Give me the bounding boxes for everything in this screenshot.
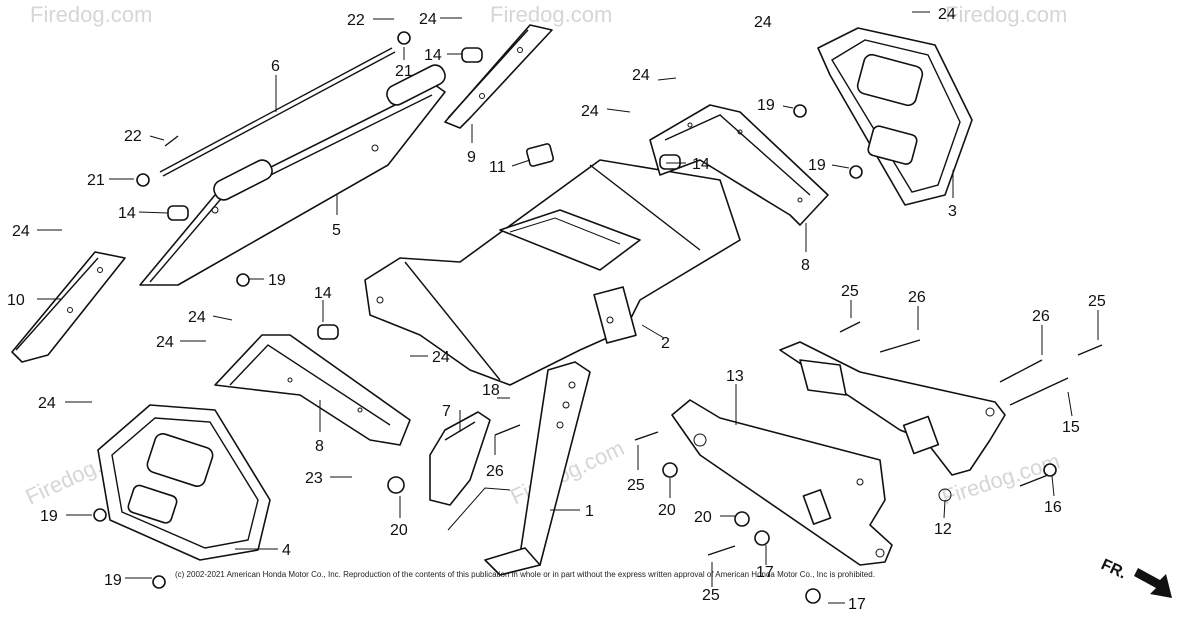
callout-6: 6	[271, 58, 280, 75]
watermark-text: Firedog.com	[945, 2, 1067, 27]
callout-20: 20	[390, 522, 408, 539]
callout-20: 20	[694, 509, 712, 526]
callout-5: 5	[332, 222, 341, 239]
callout-22: 22	[347, 12, 365, 29]
callout-24: 24	[754, 14, 772, 31]
callout-25: 25	[841, 283, 859, 300]
callout-21: 21	[87, 172, 105, 189]
callout-20: 20	[658, 502, 676, 519]
callout-17: 17	[848, 596, 866, 613]
callout-22: 22	[124, 128, 142, 145]
callout-19: 19	[808, 157, 826, 174]
callout-18: 18	[482, 382, 500, 399]
callout-21: 21	[395, 63, 413, 80]
watermark-text: Firedog.com	[490, 2, 612, 27]
bracket-part	[11, 251, 126, 363]
callout-19: 19	[268, 272, 286, 289]
callout-8: 8	[315, 438, 324, 455]
front-label: FR.	[1098, 556, 1129, 582]
watermark-text: Firedog.com	[30, 2, 152, 27]
side-panel-upper	[817, 27, 973, 206]
side-plate-left	[139, 64, 446, 286]
callout-2: 2	[661, 335, 670, 352]
callout-24: 24	[938, 6, 956, 23]
callout-24: 24	[12, 223, 30, 240]
callout-19: 19	[104, 572, 122, 589]
callout-26: 26	[486, 463, 504, 480]
front-direction-arrow: FR.	[1098, 556, 1172, 598]
callout-25: 25	[702, 587, 720, 604]
callout-24: 24	[581, 103, 599, 120]
callout-7: 7	[442, 403, 451, 420]
hardware-group	[93, 31, 1103, 604]
callout-25: 25	[1088, 293, 1106, 310]
leader-lines	[37, 11, 1099, 604]
callout-19: 19	[757, 97, 775, 114]
callout-14: 14	[692, 156, 710, 173]
stay-part	[484, 361, 591, 576]
callout-11: 11	[489, 159, 506, 176]
callout-13: 13	[726, 368, 744, 385]
fender-lower	[214, 334, 411, 446]
fender-upper	[649, 104, 829, 226]
callout-8: 8	[801, 257, 810, 274]
callout-9: 9	[467, 149, 476, 166]
callout-16: 16	[1044, 499, 1062, 516]
callout-23: 23	[305, 470, 323, 487]
callout-24: 24	[188, 309, 206, 326]
callout-14: 14	[424, 47, 442, 64]
callout-numbers: 22 24 24 24 21 14 6 22 21 14 5 24 10 19 …	[7, 6, 1106, 613]
callout-14: 14	[118, 205, 136, 222]
callout-15: 15	[1062, 419, 1080, 436]
callout-24: 24	[419, 11, 437, 28]
callout-24: 24	[156, 334, 174, 351]
callout-4: 4	[282, 542, 291, 559]
side-panel-lower	[97, 404, 271, 561]
main-cover	[364, 159, 741, 386]
callout-19: 19	[40, 508, 58, 525]
callout-25: 25	[627, 477, 645, 494]
callout-14: 14	[314, 285, 332, 302]
callout-24: 24	[432, 349, 450, 366]
callout-10: 10	[7, 292, 25, 309]
bracket-part	[444, 24, 553, 129]
callout-24: 24	[38, 395, 56, 412]
frame-plate	[671, 399, 893, 566]
callout-24: 24	[632, 67, 650, 84]
callout-3: 3	[948, 203, 957, 220]
callout-26: 26	[1032, 308, 1050, 325]
callout-1: 1	[585, 503, 594, 520]
copyright-notice: (c) 2002-2021 American Honda Motor Co., …	[175, 570, 875, 579]
callout-26: 26	[908, 289, 926, 306]
callout-17: 17	[756, 564, 774, 581]
callout-12: 12	[934, 521, 952, 538]
frame-plate	[779, 341, 1006, 502]
